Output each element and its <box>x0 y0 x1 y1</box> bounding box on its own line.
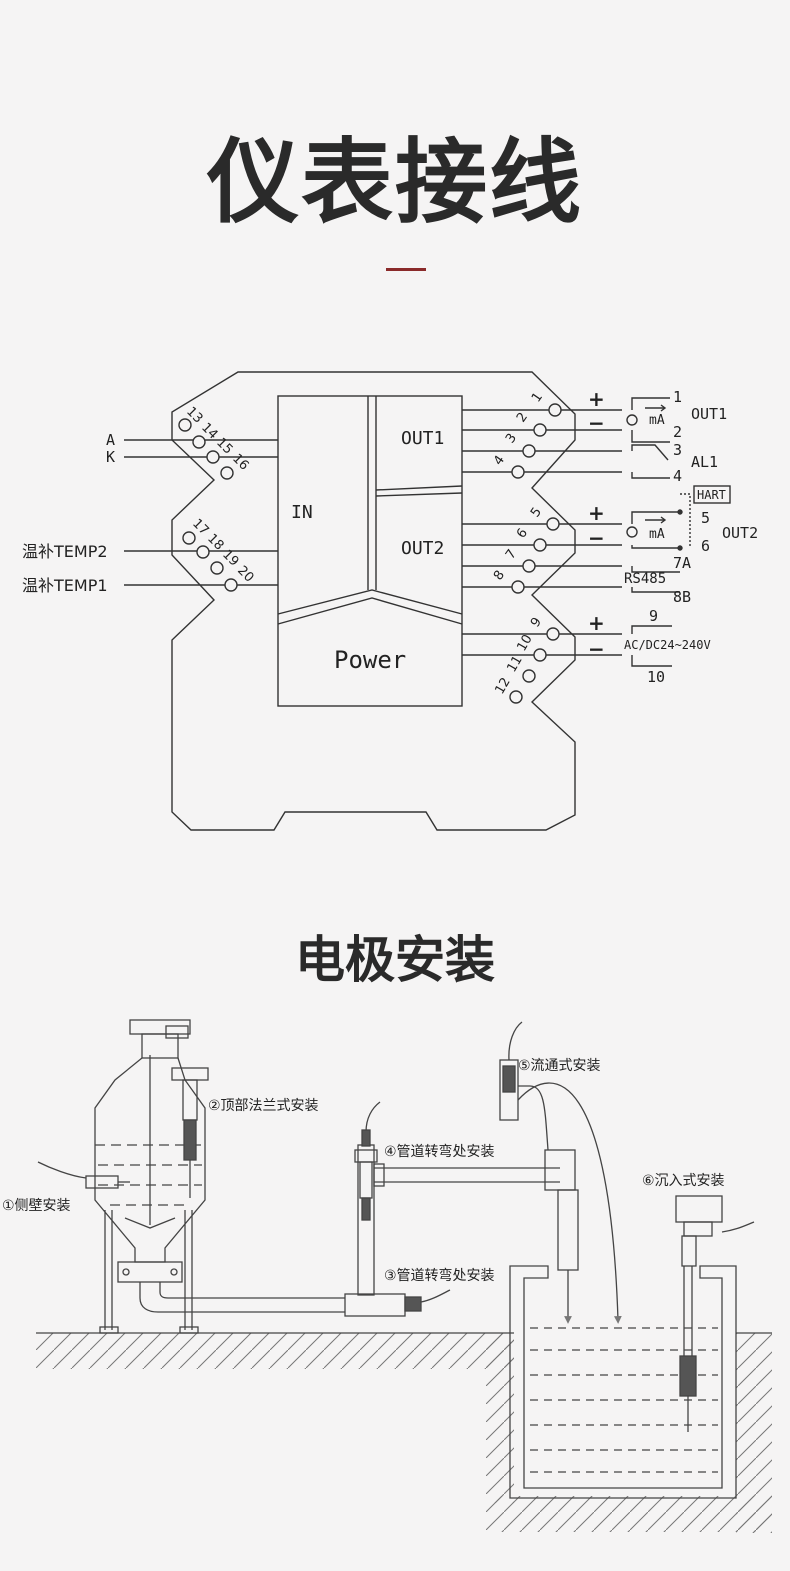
terminal-10 <box>533 648 547 662</box>
hart-box <box>693 485 731 504</box>
terminal-5 <box>546 517 560 531</box>
terminal-label-10: 10 <box>514 632 535 654</box>
terminal-6 <box>533 538 547 552</box>
out1-ma: mA <box>649 413 665 428</box>
install-title: 电极安装 <box>295 931 495 989</box>
hart-label: HART <box>697 488 726 502</box>
terminal-label-11: 11 <box>504 653 525 675</box>
terminal-16 <box>220 466 234 480</box>
current-source-icon <box>626 414 638 426</box>
terminal-label-5: 5 <box>528 505 545 520</box>
label-immersion: ⑥沉入式安装 <box>642 1173 725 1189</box>
al1-t3: 3 <box>673 441 682 459</box>
title-divider <box>386 268 426 271</box>
bend-sensor-3-housing <box>344 1293 406 1317</box>
label-pipe-bend-3: ③管道转弯处安装 <box>384 1267 495 1284</box>
label-top-flange: ②顶部法兰式安装 <box>208 1098 319 1114</box>
al1-label: AL1 <box>691 453 718 471</box>
terminal-7 <box>522 559 536 573</box>
block-in: IN <box>291 502 313 523</box>
upper-pipe <box>374 1167 560 1183</box>
terminal-label-7: 7 <box>503 547 520 562</box>
terminal-17 <box>182 531 196 545</box>
out1-t1: 1 <box>673 388 682 406</box>
terminal-12 <box>509 690 523 704</box>
input-a-label: A <box>106 431 115 449</box>
out2-minus: − <box>588 526 605 550</box>
input-k-label: K <box>106 448 115 466</box>
terminal-label-2: 2 <box>514 410 531 425</box>
out1-plus: + <box>588 387 605 411</box>
terminal-label-4: 4 <box>491 453 508 468</box>
terminal-18 <box>196 545 210 559</box>
power-minus: − <box>588 637 605 661</box>
out2-t5: 5 <box>701 509 710 527</box>
tank <box>37 1019 209 1334</box>
terminal-8 <box>511 580 525 594</box>
label-pipe-bend-4: ④管道转弯处安装 <box>384 1143 495 1160</box>
terminal-label-3: 3 <box>503 431 520 446</box>
out1-minus: − <box>588 411 605 435</box>
terminal-2 <box>533 423 547 437</box>
installation-diagram <box>36 1019 772 1533</box>
power-voltage-label: AC/DC24~240V <box>624 638 711 652</box>
power-t10: 10 <box>647 668 665 686</box>
out2-t6: 6 <box>701 537 710 555</box>
block-power: Power <box>334 646 406 674</box>
terminal-13 <box>178 418 192 432</box>
out2-label: OUT2 <box>722 524 758 542</box>
terminal-15 <box>206 450 220 464</box>
current-source-icon-2 <box>626 526 638 538</box>
terminal-9 <box>546 627 560 641</box>
out1-label: OUT1 <box>691 405 727 423</box>
installation-labels: ①侧壁安装 ②顶部法兰式安装 ④管道转弯处安装 ③管道转弯处安装 ⑤流通式安装 … <box>2 1058 725 1284</box>
terminal-label-20: 20 <box>234 563 256 585</box>
terminal-label-1: 1 <box>529 390 546 405</box>
pit-hatch-bottom <box>486 1496 772 1532</box>
out2-plus: + <box>588 501 605 525</box>
rs485-8b: 8B <box>673 588 691 606</box>
feed-pipe <box>139 1282 345 1313</box>
output-annotations: + − mA 1 2 OUT1 3 4 AL1 HART + − mA 5 6 … <box>588 387 758 686</box>
pit-hatch-left <box>486 1333 514 1503</box>
rs485-7a: 7A <box>673 554 691 572</box>
module-housing <box>171 371 576 831</box>
input-temp2-label: 温补TEMP2 <box>22 542 108 561</box>
terminal-label-9: 9 <box>528 615 545 630</box>
label-flow-through: ⑤流通式安装 <box>518 1058 601 1074</box>
terminal-label-12: 12 <box>492 675 513 697</box>
terminal-1 <box>548 403 562 417</box>
pit-wall <box>509 1265 737 1499</box>
wiring-diagram <box>124 371 731 831</box>
power-t9: 9 <box>649 607 658 625</box>
power-plus: + <box>588 611 605 635</box>
label-side-wall: ①侧壁安装 <box>2 1198 71 1214</box>
block-out2: OUT2 <box>401 538 444 559</box>
al1-t4: 4 <box>673 467 682 485</box>
wiring-title: 仪表接线 <box>206 129 583 236</box>
terminal-label-6: 6 <box>514 526 531 541</box>
rs485-label: RS485 <box>624 571 666 587</box>
terminal-19 <box>210 561 224 575</box>
terminal-3 <box>522 444 536 458</box>
terminal-14 <box>192 435 206 449</box>
block-out1: OUT1 <box>401 428 444 449</box>
ground-hatch-left <box>36 1333 514 1369</box>
terminal-20 <box>224 578 238 592</box>
terminal-11 <box>522 669 536 683</box>
out1-t2: 2 <box>673 423 682 441</box>
terminal-label-8: 8 <box>491 568 508 583</box>
input-temp1-label: 温补TEMP1 <box>22 576 108 595</box>
out2-ma: mA <box>649 527 665 542</box>
terminal-4 <box>511 465 525 479</box>
left-terminal-numbers: 13 14 15 16 17 18 19 20 <box>183 404 256 585</box>
immersion-sensor-6 <box>675 1195 723 1223</box>
terminal-circles <box>178 403 562 704</box>
